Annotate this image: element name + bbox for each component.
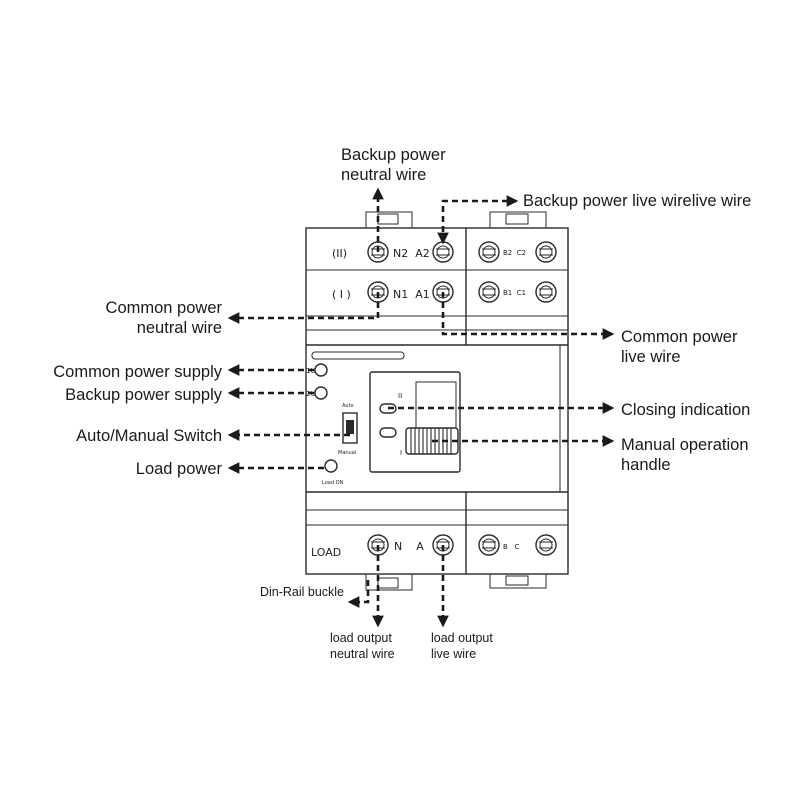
label-load-live-1: load output [431, 631, 493, 645]
position-1-label: I [400, 449, 402, 457]
label-closing: Closing indication [621, 401, 750, 419]
terminal-b1 [478, 281, 500, 303]
row1-right-terms: B2 C2 [503, 249, 526, 257]
callout-labels: Backup power neutral wire Backup power l… [53, 146, 751, 661]
arrow-common-live [441, 292, 615, 340]
position-2-label: II [398, 392, 402, 400]
label-common-neutral-2: neutral wire [137, 319, 222, 337]
terminal-a2 [432, 241, 454, 263]
panel-strip [311, 351, 405, 360]
indicator-1u [314, 363, 328, 377]
handle-window [369, 371, 461, 473]
manual-text: Manual [338, 450, 356, 456]
row1-label: (II) [332, 247, 347, 260]
label-backup-live: Backup power live wirelive wire [523, 192, 751, 210]
top-clip-right-slot [505, 213, 529, 225]
ats-device: (II) N2 A2 B2 C2 ( I ) N1 A1 B1 C1 1U 2U… [305, 211, 569, 591]
switch-lever [346, 420, 354, 434]
label-backup-supply: Backup power supply [65, 386, 223, 404]
label-handle-1: Manual operation [621, 436, 749, 454]
label-handle-2: handle [621, 456, 671, 474]
arrow-din-rail [347, 580, 370, 608]
row1-left-terms: N2 A2 [393, 247, 430, 260]
load-left-terms: N A [394, 540, 424, 553]
terminal-c1 [535, 281, 557, 303]
load-label: LOAD [311, 546, 341, 559]
label-load-power: Load power [136, 460, 223, 478]
device-outline [305, 227, 569, 575]
label-auto-manual: Auto/Manual Switch [76, 427, 222, 445]
label-common-neutral-1: Common power [106, 299, 223, 317]
bottom-clip-left [365, 574, 413, 591]
label-load-neutral-2: neutral wire [330, 647, 395, 661]
indicator-2u [314, 386, 328, 400]
auto-text: Auto [342, 403, 354, 409]
closing-window-upper [379, 403, 397, 414]
label-common-supply: Common power supply [53, 363, 222, 381]
bottom-clip-left-slot [377, 577, 399, 589]
load-on-text: Load ON [322, 480, 344, 486]
callout-arrows [227, 187, 615, 628]
label-din-rail: Din-Rail buckle [260, 585, 344, 599]
terminal-c2 [535, 241, 557, 263]
label-common-live-1: Common power [621, 328, 738, 346]
top-clip-left [365, 211, 413, 228]
load-on-indicator [324, 459, 338, 473]
label-backup-neutral-2: neutral wire [341, 166, 426, 184]
row2-label: ( I ) [332, 288, 351, 301]
label-common-live-2: live wire [621, 348, 681, 366]
row2-right-terms: B1 C1 [503, 289, 526, 297]
label-backup-neutral-1: Backup power [341, 146, 446, 164]
label-load-live-2: live wire [431, 647, 476, 661]
load-right-terms: B C [503, 543, 519, 551]
bottom-clip-right-slot [505, 575, 529, 586]
terminal-b2 [478, 241, 500, 263]
terminal-load-c [535, 534, 557, 556]
label-load-neutral-1: load output [330, 631, 392, 645]
top-clip-left-slot [377, 213, 399, 225]
arrow-common-neutral [227, 292, 380, 324]
arrow-backup-live [437, 195, 519, 245]
terminal-load-b [478, 534, 500, 556]
closing-window-lower [379, 427, 397, 438]
row2-left-terms: N1 A1 [393, 288, 430, 301]
bottom-clip-right [489, 574, 547, 589]
auto-manual-switch[interactable] [342, 412, 358, 444]
